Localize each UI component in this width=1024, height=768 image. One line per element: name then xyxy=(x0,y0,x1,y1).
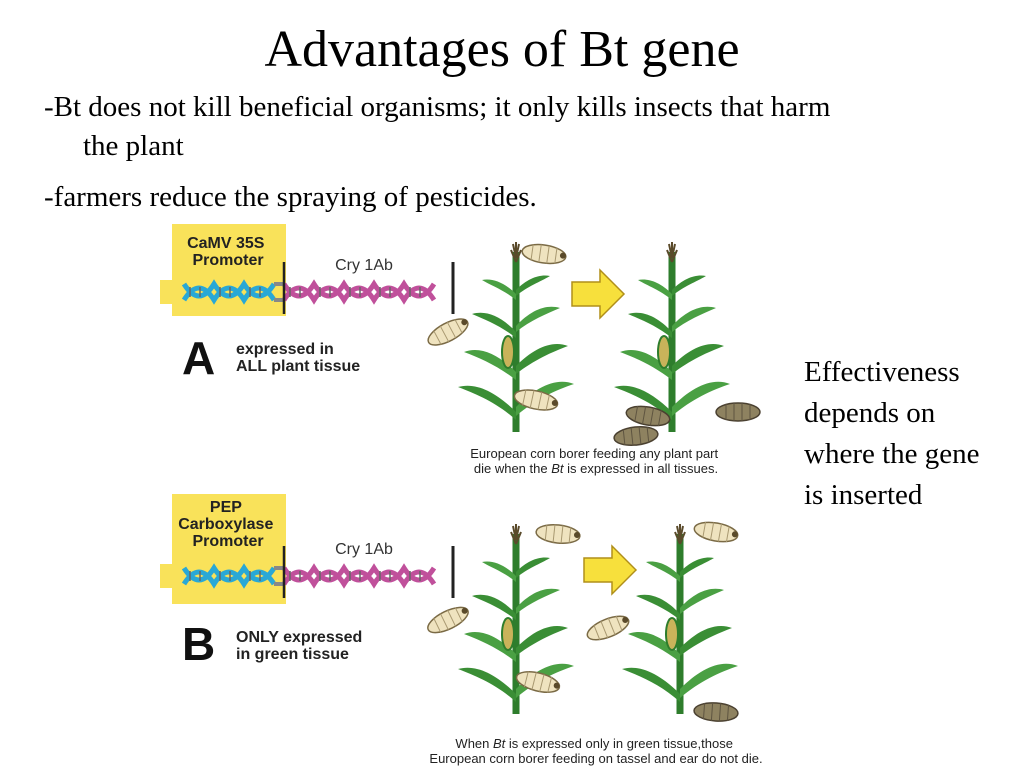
panel-letter-b: B xyxy=(182,618,215,670)
larva-icon xyxy=(692,518,740,546)
larva-icon xyxy=(423,601,473,639)
dead-larva-icon xyxy=(692,700,740,724)
caption-a: European corn borer feeding any plant pa… xyxy=(470,446,722,476)
corn-plant-icon xyxy=(622,524,738,714)
dead-larva-icon xyxy=(715,402,761,422)
effectiveness-note-line: is inserted xyxy=(804,479,923,511)
effectiveness-note-line: where the gene xyxy=(804,438,980,470)
panel-letter-a: A xyxy=(182,332,215,384)
bt-expression-diagram: CaMV 35S Promoter Cry 1Ab A expressed in… xyxy=(160,222,800,768)
effectiveness-note-line: Effectiveness xyxy=(804,356,960,388)
effectiveness-note: Effectiveness depends on where the gene … xyxy=(804,352,1019,516)
gene-label-b: Cry 1Ab xyxy=(335,541,393,558)
slide-title: Advantages of Bt gene xyxy=(264,21,740,78)
panel-a: CaMV 35S Promoter Cry 1Ab A expressed in… xyxy=(160,224,761,476)
caption-b: When Bt is expressed only in green tissu… xyxy=(429,736,762,766)
bullet-beneficial-organisms-continued: the plant xyxy=(83,130,184,162)
gene-label-a: Cry 1Ab xyxy=(335,257,393,274)
promoter-label-a: CaMV 35S Promoter xyxy=(187,235,269,269)
larva-icon xyxy=(583,610,633,646)
expression-label-b: ONLY expressed in green tissue xyxy=(236,629,367,663)
panel-b: PEP Carboxylase Promoter Cry 1Ab B ONLY … xyxy=(160,494,763,766)
larva-icon xyxy=(520,241,568,267)
bullet-reduce-pesticides: -farmers reduce the spraying of pesticid… xyxy=(44,181,537,213)
corn-plant-icon xyxy=(614,242,730,432)
dead-larva-icon xyxy=(612,423,660,449)
larva-icon xyxy=(534,521,582,547)
yellow-arrow-icon xyxy=(583,545,637,595)
effectiveness-note-line: depends on xyxy=(804,397,936,429)
larva-icon xyxy=(423,312,473,352)
yellow-arrow-icon xyxy=(571,269,625,319)
promoter-label-b: PEP Carboxylase Promoter xyxy=(178,499,278,550)
bullet-beneficial-organisms: -Bt does not kill beneficial organisms; … xyxy=(44,91,831,123)
expression-label-a: expressed in ALL plant tissue xyxy=(236,341,360,375)
